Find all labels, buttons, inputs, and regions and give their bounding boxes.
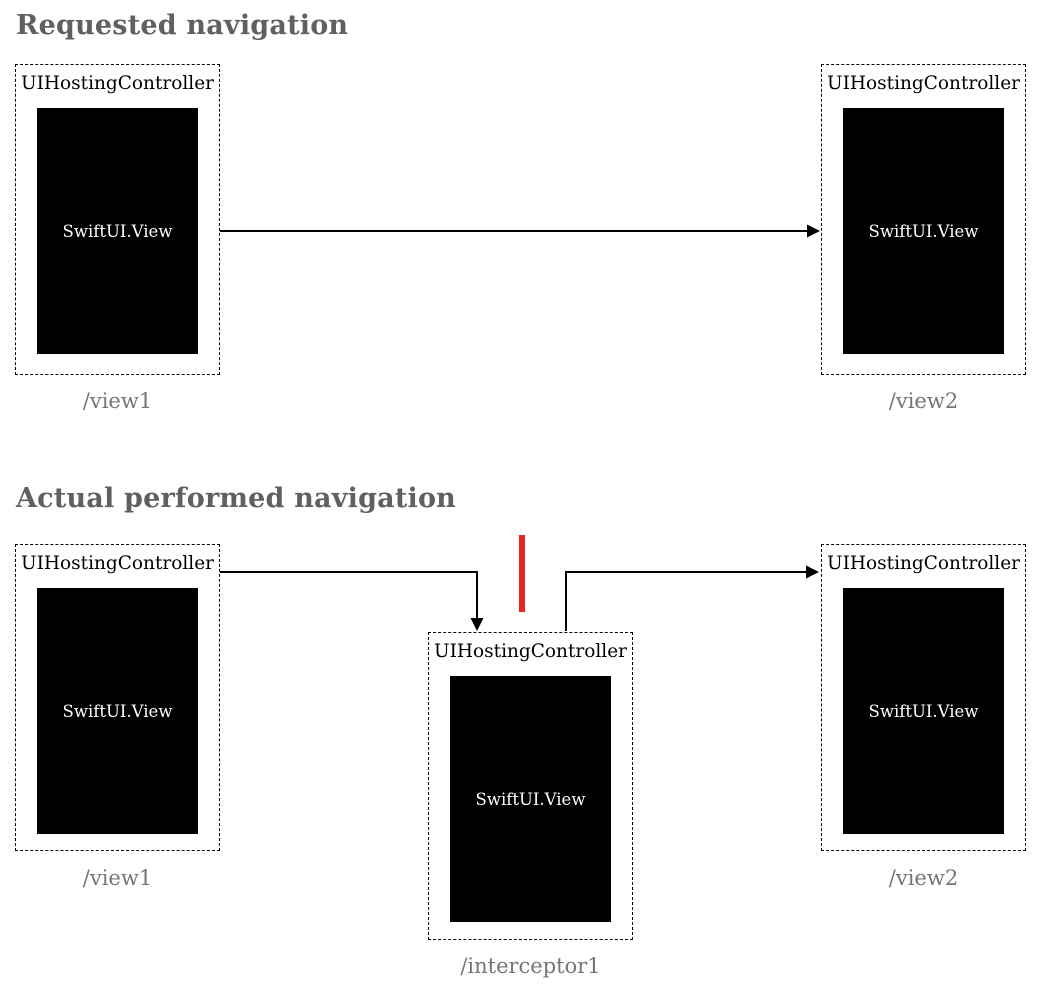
screen-label: SwiftUI.View: [475, 789, 586, 809]
screen-label: SwiftUI.View: [868, 701, 979, 721]
node-requested-view1: UIHostingController SwiftUI.View: [15, 64, 220, 375]
controller-title: UIHostingController: [20, 553, 215, 574]
swiftui-view-screen: SwiftUI.View: [450, 676, 611, 922]
screen-label: SwiftUI.View: [62, 221, 173, 241]
route-label-actual-interceptor1: /interceptor1: [460, 954, 601, 978]
swiftui-view-screen: SwiftUI.View: [37, 108, 198, 354]
swiftui-view-screen: SwiftUI.View: [843, 108, 1004, 354]
arrow-interceptor1-to-view2: [565, 565, 819, 631]
controller-title: UIHostingController: [826, 73, 1021, 94]
screen-label: SwiftUI.View: [868, 221, 979, 241]
route-label-actual-view2: /view2: [888, 866, 959, 890]
node-requested-view2: UIHostingController SwiftUI.View: [821, 64, 1026, 375]
controller-title: UIHostingController: [20, 73, 215, 94]
route-label-requested-view1: /view1: [82, 389, 153, 413]
swiftui-view-screen: SwiftUI.View: [843, 588, 1004, 834]
controller-title: UIHostingController: [826, 553, 1021, 574]
node-actual-view1: UIHostingController SwiftUI.View: [15, 544, 220, 851]
screen-label: SwiftUI.View: [62, 701, 173, 721]
node-actual-interceptor1: UIHostingController SwiftUI.View: [428, 632, 633, 940]
node-actual-view2: UIHostingController SwiftUI.View: [821, 544, 1026, 851]
arrow-view1-to-view2: [220, 224, 820, 238]
section-heading-actual: Actual performed navigation: [16, 483, 457, 514]
route-label-requested-view2: /view2: [888, 389, 959, 413]
section-heading-requested: Requested navigation: [16, 10, 349, 41]
swiftui-view-screen: SwiftUI.View: [37, 588, 198, 834]
arrow-view1-to-interceptor1: [220, 571, 484, 631]
blocked-route-marker: [519, 535, 525, 612]
controller-title: UIHostingController: [433, 641, 628, 662]
route-label-actual-view1: /view1: [82, 866, 153, 890]
